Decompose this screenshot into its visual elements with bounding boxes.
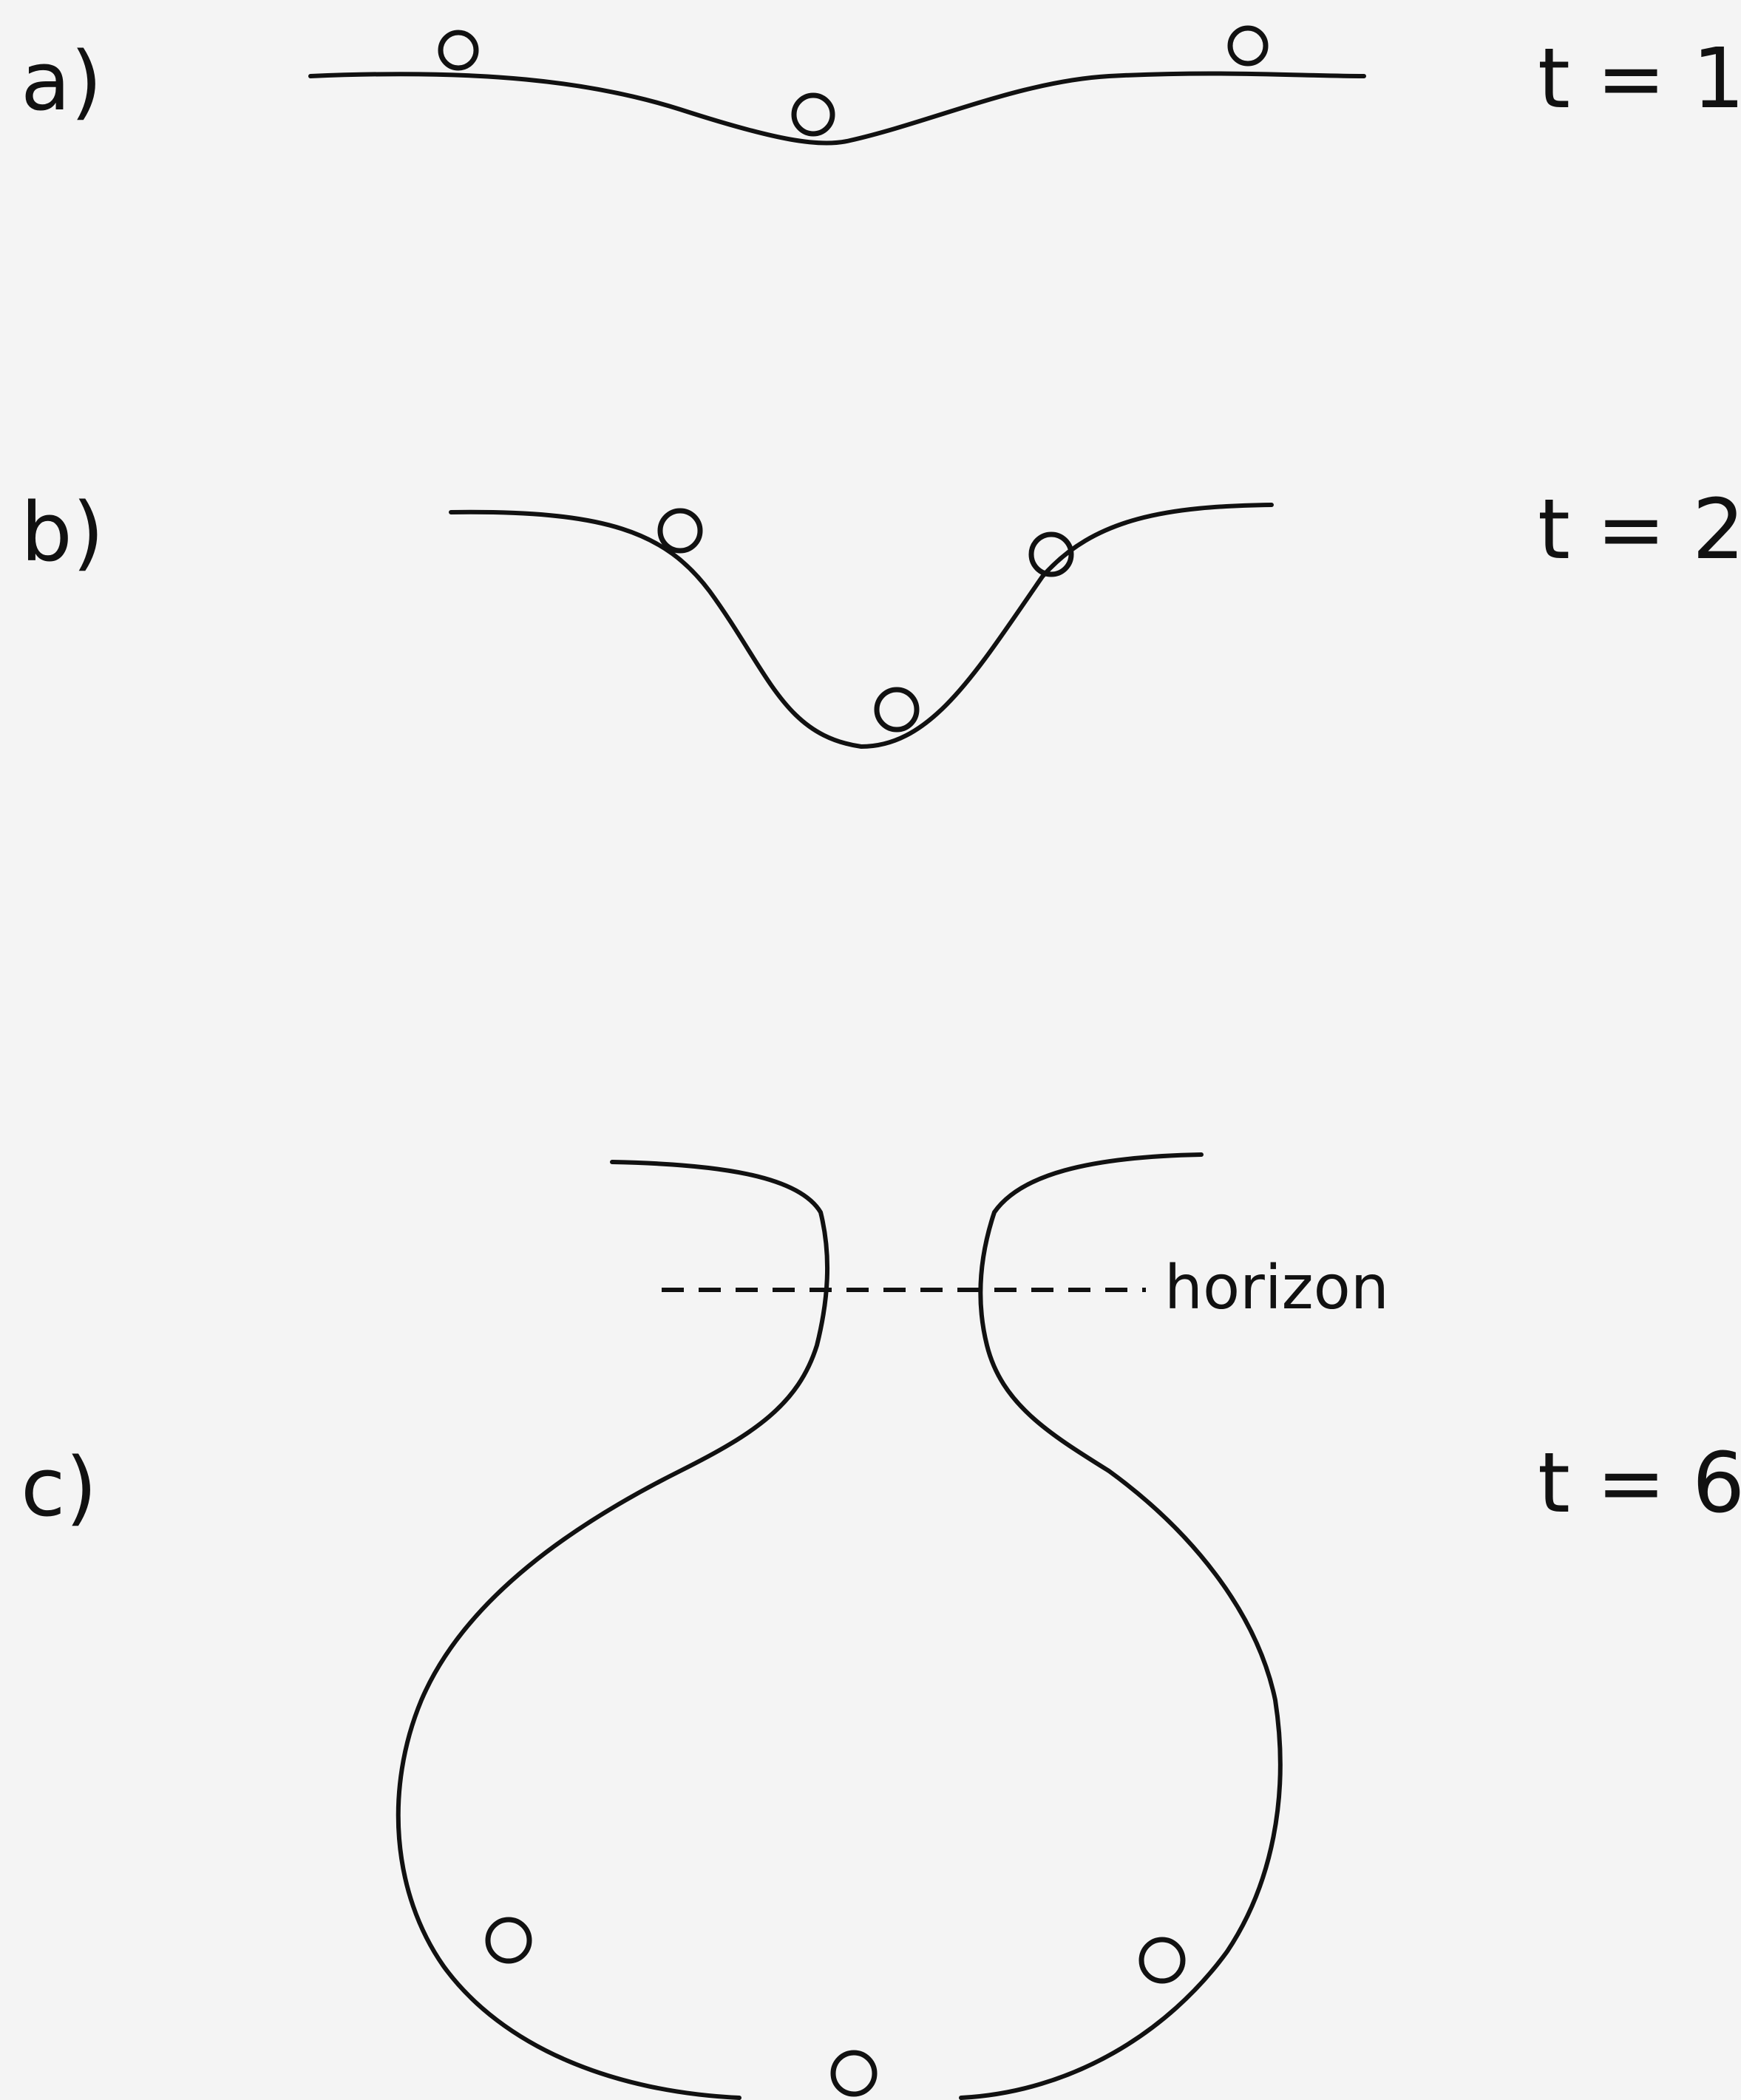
- panel-a-particle-left: [438, 30, 479, 71]
- panel-c-particle-right: [1138, 1937, 1186, 1984]
- panel-a-label: a): [21, 34, 102, 129]
- panel-a: a) t = 1: [21, 25, 1741, 146]
- panel-c-particle-left: [485, 1917, 532, 1964]
- panel-b-particle-left: [657, 508, 703, 554]
- panel-a-particle-center: [791, 92, 835, 137]
- panel-c-particle-bottom: [830, 2050, 878, 2097]
- panel-a-time: t = 1: [1538, 31, 1741, 127]
- panel-c-time: t = 6: [1538, 1435, 1741, 1532]
- panel-b: b) t = 2: [21, 482, 1741, 749]
- panel-a-surface-curve: [308, 71, 1366, 146]
- panel-b-particle-right: [1028, 531, 1074, 577]
- horizon-label: horizon: [1164, 1253, 1389, 1323]
- panel-c-label: c): [21, 1440, 97, 1535]
- panel-b-surface-curve: [449, 503, 1274, 749]
- panel-b-time: t = 2: [1538, 482, 1741, 578]
- panel-c: c) t = 6 horizon: [21, 1152, 1741, 2100]
- panel-b-particle-bottom: [874, 687, 920, 733]
- panel-c-throat-left-curve: [396, 1160, 830, 2100]
- panel-a-particle-right: [1227, 25, 1269, 67]
- panel-b-label: b): [21, 485, 104, 580]
- panel-c-throat-right-curve: [959, 1152, 1283, 2100]
